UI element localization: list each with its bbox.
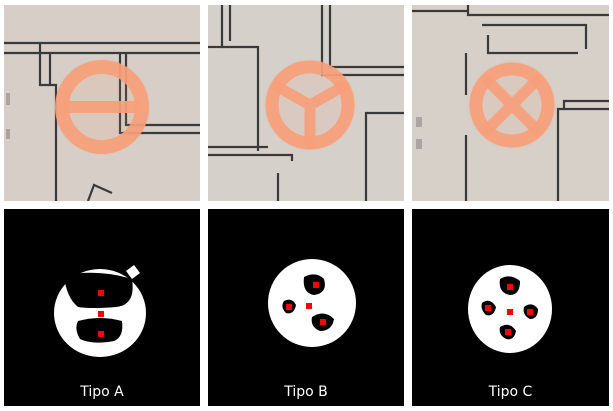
- caption-tipo-a: Tipo A: [80, 384, 124, 400]
- caption-tipo-b: Tipo B: [284, 384, 328, 400]
- caption-tipo-c: Tipo C: [488, 384, 533, 400]
- photo-tipo-b: [208, 5, 404, 201]
- mask-tipo-a: Tipo A: [4, 209, 200, 406]
- photo-tipo-a: [4, 5, 200, 201]
- photo-tipo-c: [412, 5, 609, 201]
- mask-tipo-b: Tipo B: [208, 209, 404, 406]
- mask-tipo-c: Tipo C: [412, 209, 609, 406]
